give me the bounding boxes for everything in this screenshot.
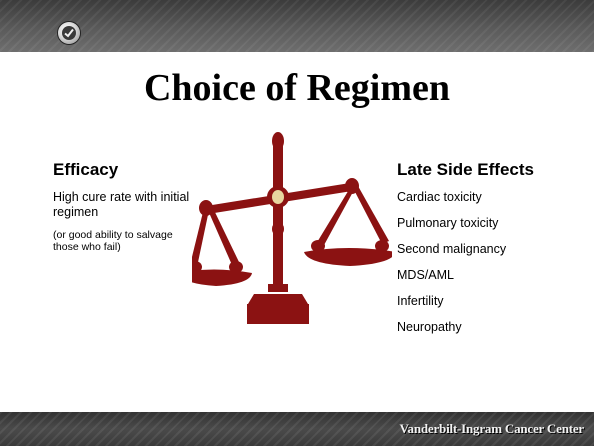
header-bar [0, 0, 594, 52]
efficacy-note: (or good ability to salvage those who fa… [53, 229, 173, 253]
side-effect-item: Neuropathy [397, 320, 462, 334]
efficacy-section: Efficacy High cure rate with initial reg… [53, 160, 193, 253]
efficacy-text: High cure rate with initial regimen [53, 190, 190, 219]
side-effect-item: Second malignancy [397, 242, 507, 256]
balance-scale-icon [192, 132, 392, 324]
footer-bar: Vanderbilt-Ingram Cancer Center [0, 412, 594, 446]
efficacy-heading: Efficacy [53, 160, 119, 179]
late-side-effects-heading: Late Side Effects [397, 160, 534, 179]
side-effect-item: Infertility [397, 294, 444, 308]
slide-title: Choice of Regimen [143, 67, 451, 109]
checkmark-seal-icon [58, 22, 80, 44]
side-effect-item: MDS/AML [397, 268, 454, 282]
footer-institution: Vanderbilt-Ingram Cancer Center [399, 421, 585, 436]
side-effect-item: Pulmonary toxicity [397, 216, 499, 230]
late-side-effects-section: Late Side Effects Cardiac toxicity Pulmo… [397, 160, 577, 346]
side-effect-item: Cardiac toxicity [397, 190, 482, 204]
